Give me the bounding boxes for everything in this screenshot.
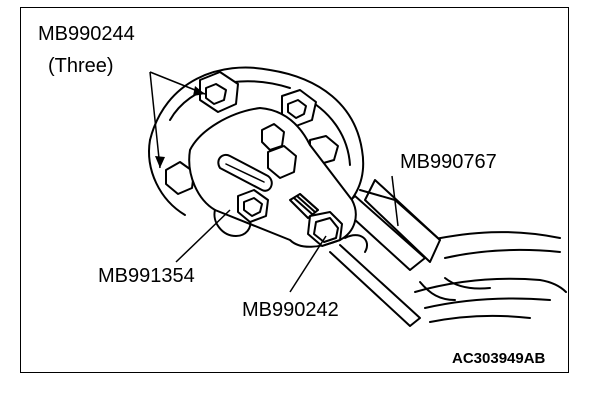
leader-tool-c	[175, 209, 231, 263]
handle-bars	[329, 179, 441, 327]
label-tool-mb990242: MB990242	[240, 299, 341, 321]
figure-code: AC303949AB	[452, 350, 546, 367]
leader-arrowheads	[155, 86, 205, 168]
hand-outline	[414, 231, 567, 323]
leader-tool-d	[289, 235, 327, 293]
label-tool-mb990767: MB990767	[398, 151, 499, 173]
leader-tool-a-2	[149, 71, 161, 169]
label-tool-quantity: (Three)	[48, 55, 114, 77]
hub-bolts	[165, 71, 339, 195]
threaded-bolt	[289, 193, 343, 247]
label-tool-mb991354: MB991354	[96, 265, 197, 287]
label-tool-mb990244: MB990244	[38, 23, 135, 45]
leader-tool-b	[391, 175, 399, 227]
